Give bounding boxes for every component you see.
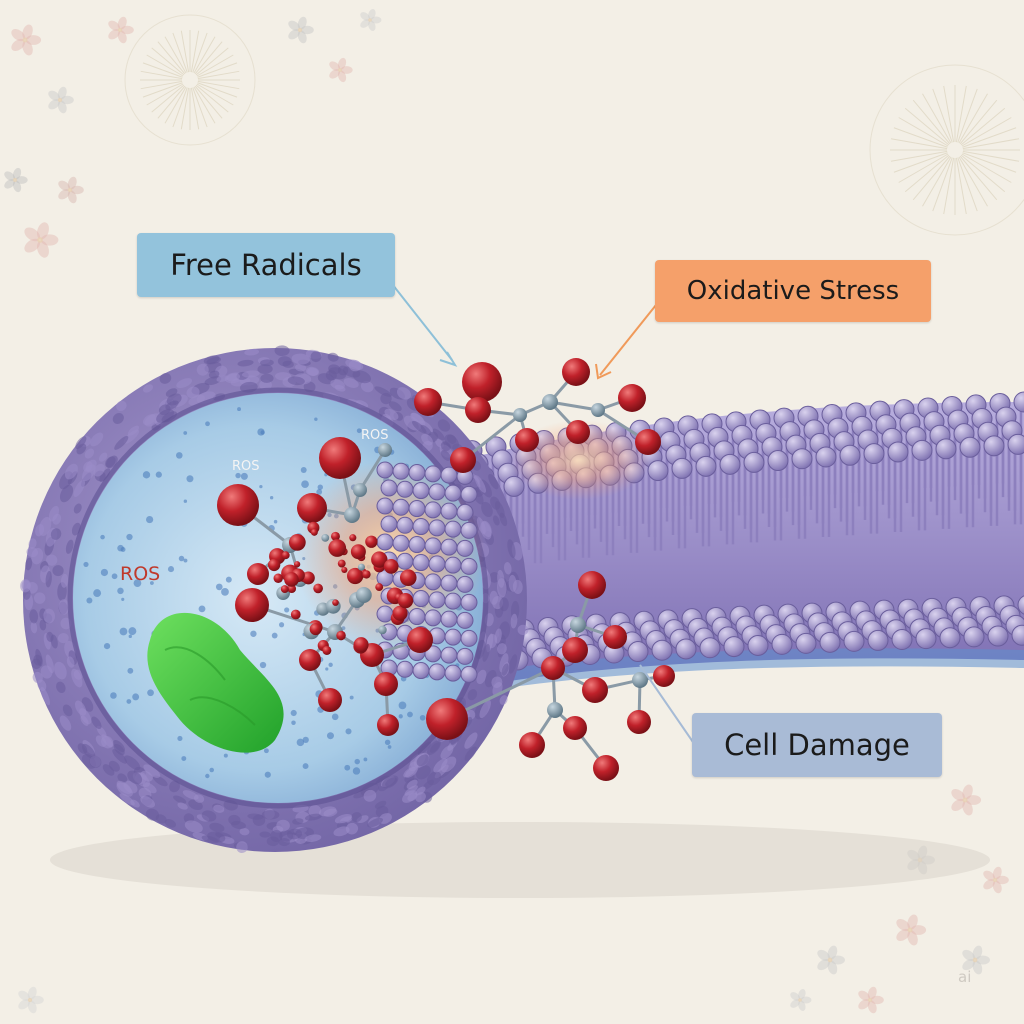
cell-damage-label: Cell Damage: [692, 713, 942, 777]
mitochondrion: [147, 612, 284, 753]
ros-label: ROS: [120, 563, 161, 585]
cell: [20, 345, 529, 854]
ros-label: ROS: [361, 428, 389, 443]
free-radicals-label: Free Radicals: [137, 233, 395, 297]
free-radical-molecules: [217, 358, 675, 781]
callout-pointers: [384, 274, 696, 746]
watermark: ai: [958, 968, 972, 986]
floral-decoration: [124, 14, 1024, 236]
ros-label: ROS: [232, 459, 260, 474]
oxidative-stress-label: Oxidative Stress: [655, 260, 931, 322]
